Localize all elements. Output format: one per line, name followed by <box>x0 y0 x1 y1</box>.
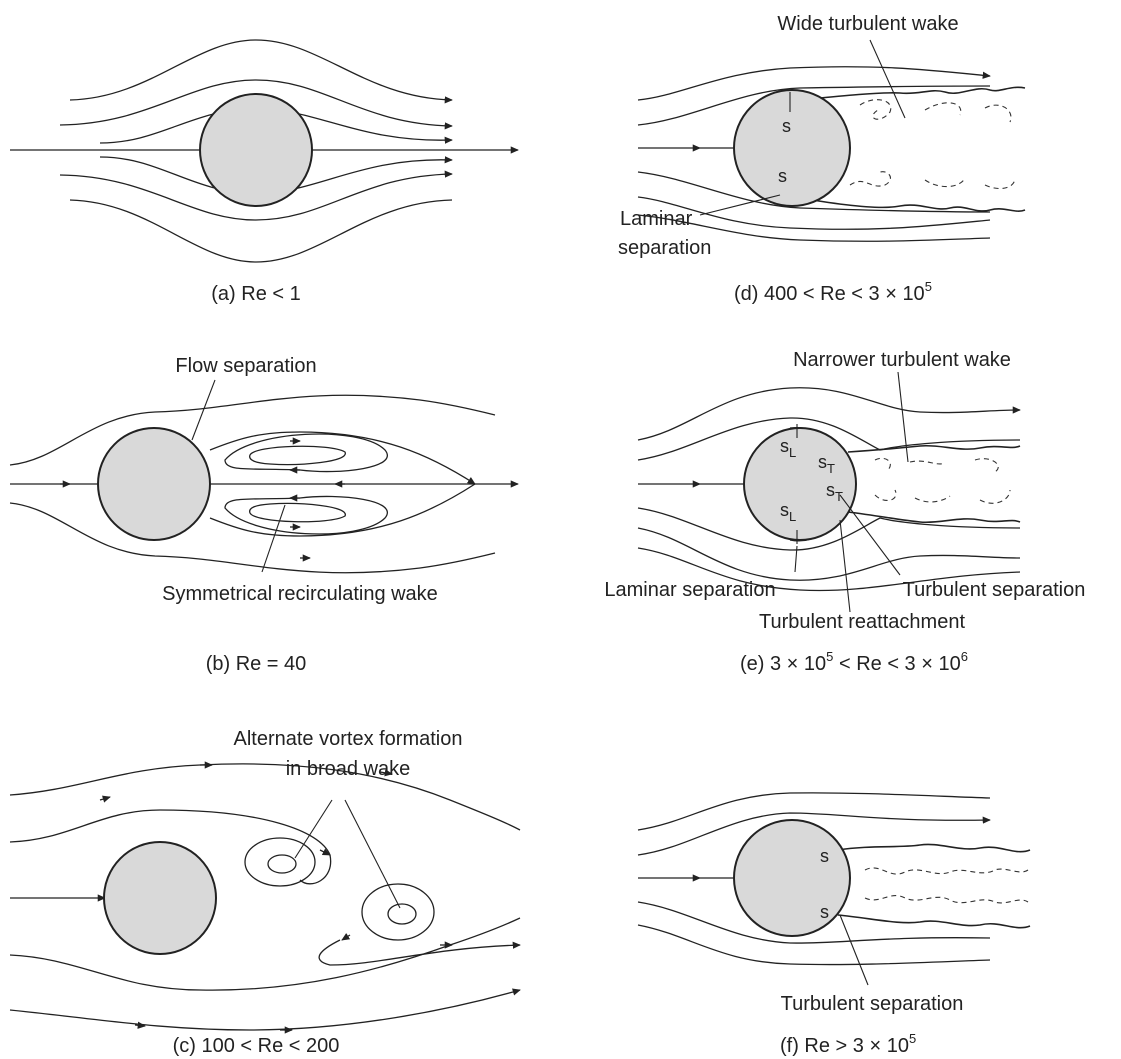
panel-e-laminar-label: Laminar separation <box>604 579 775 601</box>
panel-c-caption: (c) 100 < Re < 200 <box>173 1035 340 1057</box>
panel-f-caption: (f) Re > 3 × 105 <box>780 1031 916 1057</box>
panel-f: s s Turbulent separation (f) Re > 3 × 10… <box>638 793 1030 1057</box>
panel-b-flow-separation-pointer <box>192 380 215 440</box>
panel-f-caption-sup: 5 <box>909 1031 916 1046</box>
panel-e: sL sT sT sL Narrower turbulent wake Lami… <box>604 349 1085 675</box>
panel-d-eddy <box>985 178 1015 189</box>
panel-c-vortex-lower-inner <box>388 904 416 924</box>
panel-f-caption-main: (f) Re > 3 × 10 <box>780 1035 909 1057</box>
panel-c-streamline <box>10 990 520 1030</box>
panel-d-cylinder <box>734 90 850 206</box>
panel-d-caption-sup: 5 <box>925 279 932 294</box>
panel-e-eddy <box>910 461 945 464</box>
panel-e-eddy <box>875 458 890 470</box>
panel-d-sep-point-bottom: s <box>778 166 787 186</box>
panel-e-reattach-pointer <box>840 520 850 612</box>
panel-b-wake-label: Symmetrical recirculating wake <box>162 583 438 605</box>
panel-c-label-line2: in broad wake <box>286 758 411 780</box>
panel-f-sep-point-top: s <box>820 846 829 866</box>
panel-d-eddy <box>925 103 961 115</box>
panel-c-flow-arrow <box>100 797 110 800</box>
panel-a-streamline <box>70 200 452 262</box>
panel-e-eddy <box>915 496 950 502</box>
panel-f-sep-point-bottom: s <box>820 902 829 922</box>
panel-a: (a) Re < 1 <box>10 40 518 305</box>
panel-e-caption: (e) 3 × 105 < Re < 3 × 106 <box>740 649 968 675</box>
panel-e-eddy <box>975 459 998 472</box>
panel-f-eddy <box>865 868 1028 874</box>
panel-c-vortex-lower-outer <box>362 884 434 940</box>
panel-d-eddy <box>860 100 891 120</box>
panel-e-streamline <box>638 388 1020 440</box>
panel-c-streamline <box>10 918 520 990</box>
panel-b-streamline <box>10 503 495 573</box>
panel-f-turbsep-pointer <box>840 915 868 985</box>
panel-d-laminar-label-1: Laminar <box>620 208 693 230</box>
panel-b-caption: (b) Re = 40 <box>206 653 307 675</box>
panel-c-flow-arrow <box>342 935 350 940</box>
panel-c-streamline <box>319 940 520 965</box>
panel-c-vortex-upper-outer <box>245 838 315 886</box>
panel-e-turbsep-label: Turbulent separation <box>903 579 1086 601</box>
panel-c-cylinder <box>104 842 216 954</box>
panel-d-eddy <box>985 105 1011 122</box>
panel-e-reattach-label: Turbulent reattachment <box>759 611 965 633</box>
panel-c-vortex-upper-inner <box>268 855 296 873</box>
panel-d-wake-upper <box>810 87 1025 99</box>
panel-e-eddy <box>980 490 1010 503</box>
panel-a-streamline <box>70 40 452 100</box>
panel-d-eddy <box>850 172 890 186</box>
panel-d-wake-pointer <box>870 40 905 118</box>
panel-b-vortex-upper-outer <box>225 434 387 472</box>
panel-e-eddy <box>875 490 896 500</box>
panel-d-wake-label: Wide turbulent wake <box>777 13 958 35</box>
panel-b-wake-pointer <box>262 505 285 572</box>
panel-f-wake-lower <box>838 915 1030 928</box>
panel-d: s s Wide turbulent wake Laminar separati… <box>618 13 1025 305</box>
panel-b-flow-separation-label: Flow separation <box>175 355 316 377</box>
panel-d-sep-point-top: s <box>782 116 791 136</box>
panel-f-cylinder <box>734 820 850 936</box>
panel-d-caption-main: (d) 400 < Re < 3 × 10 <box>734 283 925 305</box>
panel-c: Alternate vortex formation in broad wake… <box>10 728 520 1057</box>
panel-e-wake-label: Narrower turbulent wake <box>793 349 1011 371</box>
panel-f-turbsep-label: Turbulent separation <box>781 993 964 1015</box>
panel-e-cylinder <box>744 428 856 540</box>
panel-d-caption: (d) 400 < Re < 3 × 105 <box>734 279 932 305</box>
panel-f-eddy <box>865 896 1028 903</box>
panel-b-vortex-lower-outer <box>225 496 387 534</box>
panel-a-cylinder <box>200 94 312 206</box>
panel-b-streamline <box>10 395 495 465</box>
panel-f-wake-upper <box>838 844 1030 851</box>
panel-a-caption: (a) Re < 1 <box>211 283 300 305</box>
panel-c-label-line1: Alternate vortex formation <box>234 728 463 750</box>
panel-d-eddy <box>925 178 965 187</box>
panel-b-vortex-lower-inner <box>250 504 346 522</box>
panel-b-cylinder <box>98 428 210 540</box>
panel-d-laminar-label-2: separation <box>618 237 711 259</box>
panel-b-vortex-upper-inner <box>250 446 346 464</box>
panel-e-streamline <box>638 528 1020 580</box>
panel-b: Flow separation Symmetrical recirculatin… <box>10 355 518 675</box>
